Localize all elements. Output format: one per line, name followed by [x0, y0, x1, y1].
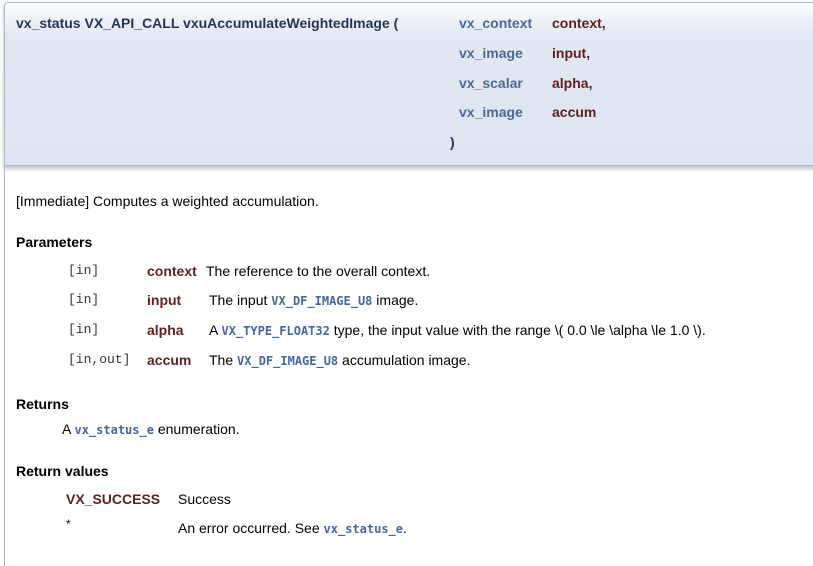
param-type-link[interactable]: vx_image [459, 45, 523, 61]
return-value-description: An error occurred. See vx_status_e. [178, 520, 407, 536]
function-name: vxuAccumulateWeightedImage [183, 15, 390, 31]
param-type-link[interactable]: vx_image [459, 104, 523, 120]
return-values-heading: Return values [16, 463, 109, 479]
param-direction: [in,out] [68, 352, 131, 367]
type-link[interactable]: VX_DF_IMAGE_U8 [271, 294, 373, 308]
return-type: vx_status VX_API_CALL [16, 15, 180, 31]
param-name: accum [147, 352, 192, 368]
type-link[interactable]: VX_DF_IMAGE_U8 [237, 354, 339, 368]
param-description: The input VX_DF_IMAGE_U8 image. [209, 292, 419, 308]
parameters-heading: Parameters [16, 234, 93, 250]
param-type-link[interactable]: vx_context [459, 15, 533, 31]
prototype-signature: vx_status VX_API_CALL vxuAccumulateWeigh… [16, 15, 398, 31]
returns-description: A vx_status_e enumeration. [62, 421, 240, 437]
param-name: input, [552, 45, 591, 61]
param-name: context, [552, 15, 606, 31]
return-value-name: VX_SUCCESS [66, 491, 161, 507]
param-description: The VX_DF_IMAGE_U8 accumulation image. [209, 352, 471, 368]
returns-heading: Returns [16, 396, 69, 412]
type-link[interactable]: vx_status_e [323, 522, 403, 536]
open-paren: ( [393, 15, 399, 31]
return-value-description: Success [178, 491, 231, 507]
param-description: A VX_TYPE_FLOAT32 type, the input value … [209, 322, 706, 338]
param-name: alpha, [552, 75, 593, 91]
param-name: input [147, 292, 182, 308]
param-name: accum [552, 104, 597, 120]
brief-description: [Immediate] Computes a weighted accumula… [16, 193, 319, 209]
function-prototype [4, 2, 813, 166]
close-paren: ) [450, 134, 455, 150]
param-type-link[interactable]: vx_scalar [459, 75, 523, 91]
function-documentation [4, 166, 813, 566]
param-name: alpha [147, 322, 184, 338]
param-name: context [147, 263, 197, 279]
param-description: The reference to the overall context. [206, 263, 431, 279]
param-direction: [in] [68, 292, 100, 307]
type-link[interactable]: VX_TYPE_FLOAT32 [221, 324, 330, 338]
param-direction: [in] [68, 263, 100, 278]
return-value-name: * [66, 517, 71, 531]
param-direction: [in] [68, 322, 100, 337]
type-link[interactable]: vx_status_e [74, 423, 154, 437]
